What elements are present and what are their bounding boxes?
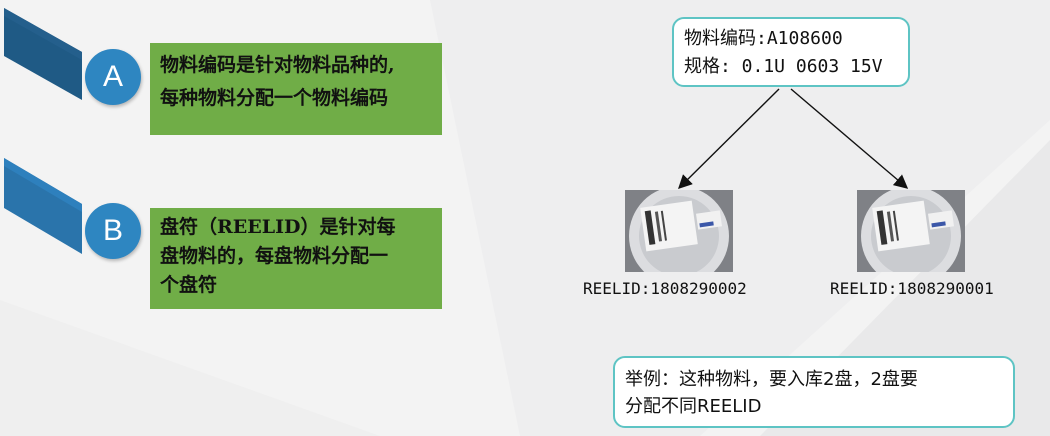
example-line-1: 举例：这种物料，要入库2盘，2盘要 xyxy=(625,369,918,390)
ribbon-b xyxy=(4,158,82,254)
material-info-box: 物料编码:A108600 规格: 0.1U 0603 15V xyxy=(672,17,910,87)
point-b-line-1: 盘符（REELID）是针对每 xyxy=(160,216,396,238)
point-a-line-2: 每种物料分配一个物料编码 xyxy=(160,87,389,109)
badge-a: A xyxy=(85,49,141,105)
material-spec-line: 规格: 0.1U 0603 15V xyxy=(684,56,883,77)
reel-photo-1 xyxy=(625,190,733,272)
ribbon-a xyxy=(4,8,82,100)
reel-photo-2 xyxy=(857,190,965,272)
point-a-box: 物料编码是针对物料品种的, 每种物料分配一个物料编码 xyxy=(150,43,442,135)
point-b-line-3: 个盘符 xyxy=(160,274,218,296)
reel-id-1: REELID:1808290002 xyxy=(583,279,747,298)
point-b-box: 盘符（REELID）是针对每 盘物料的，每盘物料分配一 个盘符 xyxy=(150,208,442,309)
arrow-to-reel-2 xyxy=(790,88,909,189)
point-b-line-2: 盘物料的，每盘物料分配一 xyxy=(160,245,389,267)
reel-id-2: REELID:1808290001 xyxy=(830,279,994,298)
material-code-line: 物料编码:A108600 xyxy=(684,28,843,49)
arrow-to-reel-1 xyxy=(678,88,780,189)
badge-b: B xyxy=(85,203,141,259)
example-line-2: 分配不同REELID xyxy=(625,396,762,417)
point-a-line-1: 物料编码是针对物料品种的, xyxy=(160,54,395,76)
example-note-box: 举例：这种物料，要入库2盘，2盘要 分配不同REELID xyxy=(613,356,1015,428)
